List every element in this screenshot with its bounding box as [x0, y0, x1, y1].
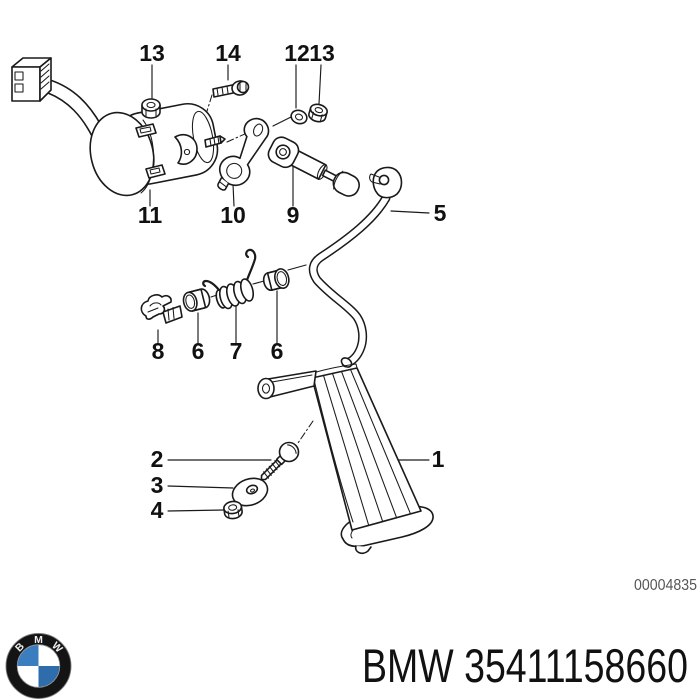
bolt-head	[236, 80, 250, 94]
part-number-caption: BMW 35411158660	[362, 639, 688, 692]
callout-labels: 13 14 12 13 11 10 9 5 8 6 7 6 2 3 4 1	[138, 40, 447, 523]
connector-pins	[40, 63, 50, 90]
lever-pin-seam	[218, 181, 227, 188]
bushing-bore	[276, 271, 288, 286]
part-9-link	[267, 136, 360, 197]
pedal-ribs	[322, 368, 412, 526]
rod-ball-pin	[378, 174, 390, 186]
callout-11: 11	[138, 202, 163, 228]
nut-facets	[145, 108, 157, 117]
washer-inner	[294, 113, 304, 121]
nut-top	[223, 500, 243, 515]
nut-top	[309, 103, 328, 117]
spring-coil	[239, 278, 255, 302]
callout-10: 10	[220, 202, 246, 228]
callout-5: 5	[434, 200, 447, 226]
part-11-actuator	[89, 102, 226, 197]
link-head-seam	[333, 170, 344, 190]
link-head	[332, 171, 360, 197]
spring-tail-right	[245, 248, 257, 282]
bushing-bore	[185, 294, 196, 309]
motor-bottom-lug-slot	[149, 167, 161, 175]
nut-hole	[228, 504, 238, 511]
pedal-arm-hole	[261, 383, 271, 394]
pedal-arm-eye	[257, 377, 275, 400]
part-14-bolt	[212, 80, 250, 98]
link-socket-hole	[279, 148, 287, 156]
pin-shank	[260, 458, 283, 481]
part-1-pedal	[257, 363, 434, 554]
cable-outline	[47, 79, 102, 139]
callout-13-b: 13	[309, 40, 335, 66]
nut-top	[141, 98, 161, 112]
logo-quadrant-blue-tl	[17, 644, 39, 666]
connector-key-slot	[14, 71, 24, 81]
part-3-disc	[231, 477, 269, 507]
logo-letter-m: M	[34, 634, 43, 646]
part-13-nut-right	[308, 103, 328, 123]
nut-hole	[146, 101, 156, 109]
disc-hole	[250, 488, 255, 493]
drawing-number: 00004835	[634, 577, 697, 594]
callout-6-a: 6	[192, 338, 205, 364]
bmw-logo: B M W	[5, 633, 72, 699]
bolt-head-facets	[239, 82, 247, 92]
callout-7: 7	[230, 338, 243, 364]
callout-8: 8	[152, 338, 165, 364]
pedal-arm-line	[271, 374, 313, 383]
bolt-threads	[216, 84, 234, 96]
part-7-spring	[202, 248, 257, 310]
callout-6-b: 6	[271, 338, 284, 364]
pin-ball-shine	[287, 444, 297, 454]
part-8-clip	[140, 294, 183, 324]
clip-mouth	[147, 302, 162, 313]
part-4-nut	[223, 500, 243, 520]
part-10-lever	[217, 117, 270, 191]
callout-1: 1	[432, 446, 445, 472]
nut-facets	[311, 111, 323, 122]
clip-plate	[162, 305, 183, 324]
nut-facets	[227, 509, 240, 519]
connector-key-slot	[14, 83, 24, 93]
pedal-base-tab	[354, 545, 372, 554]
part-11-cable	[47, 79, 102, 139]
rod-outline	[308, 193, 391, 368]
rod-ball-stub	[369, 173, 381, 185]
nut-hole	[314, 107, 324, 114]
link-socket-ring	[275, 144, 291, 160]
motor-top-lug-slot	[139, 126, 152, 134]
part-5-rod	[308, 166, 403, 368]
clip-claw	[140, 294, 172, 320]
pin-threads	[263, 459, 281, 479]
spring-tail-left	[202, 279, 221, 292]
motor-shaft-tip	[219, 135, 226, 144]
callout-9: 9	[287, 202, 300, 228]
washer-outer	[290, 109, 308, 125]
callout-13-a: 13	[139, 40, 165, 66]
part-6-bushing-right	[262, 268, 290, 292]
callout-3: 3	[151, 472, 164, 498]
rod-fill	[310, 195, 389, 366]
part-2-ball-pin	[260, 441, 300, 481]
logo-quadrant-blue-br	[38, 666, 60, 688]
callout-4: 4	[151, 497, 164, 523]
lever-eye-hole	[253, 123, 264, 137]
logo-inner-rim	[16, 644, 61, 688]
motor-top-lug	[135, 123, 157, 138]
callout-2: 2	[151, 446, 164, 472]
part-11-connector	[11, 57, 52, 102]
motor-shaft-threads	[209, 136, 220, 147]
clip-plate-hatch	[167, 306, 175, 321]
motor-cam-hole	[183, 148, 191, 156]
pedal-arm	[267, 370, 317, 398]
part-12-washer	[290, 109, 308, 125]
callout-14: 14	[215, 40, 241, 66]
pedal-side-line	[313, 379, 354, 523]
motor-bottom-lug	[145, 164, 166, 179]
part-6-bushing-left	[182, 288, 211, 312]
part-13-nut-left	[141, 98, 161, 119]
lever-boss	[226, 162, 243, 179]
leader-lines	[149, 64, 430, 512]
callout-12: 12	[284, 40, 310, 66]
